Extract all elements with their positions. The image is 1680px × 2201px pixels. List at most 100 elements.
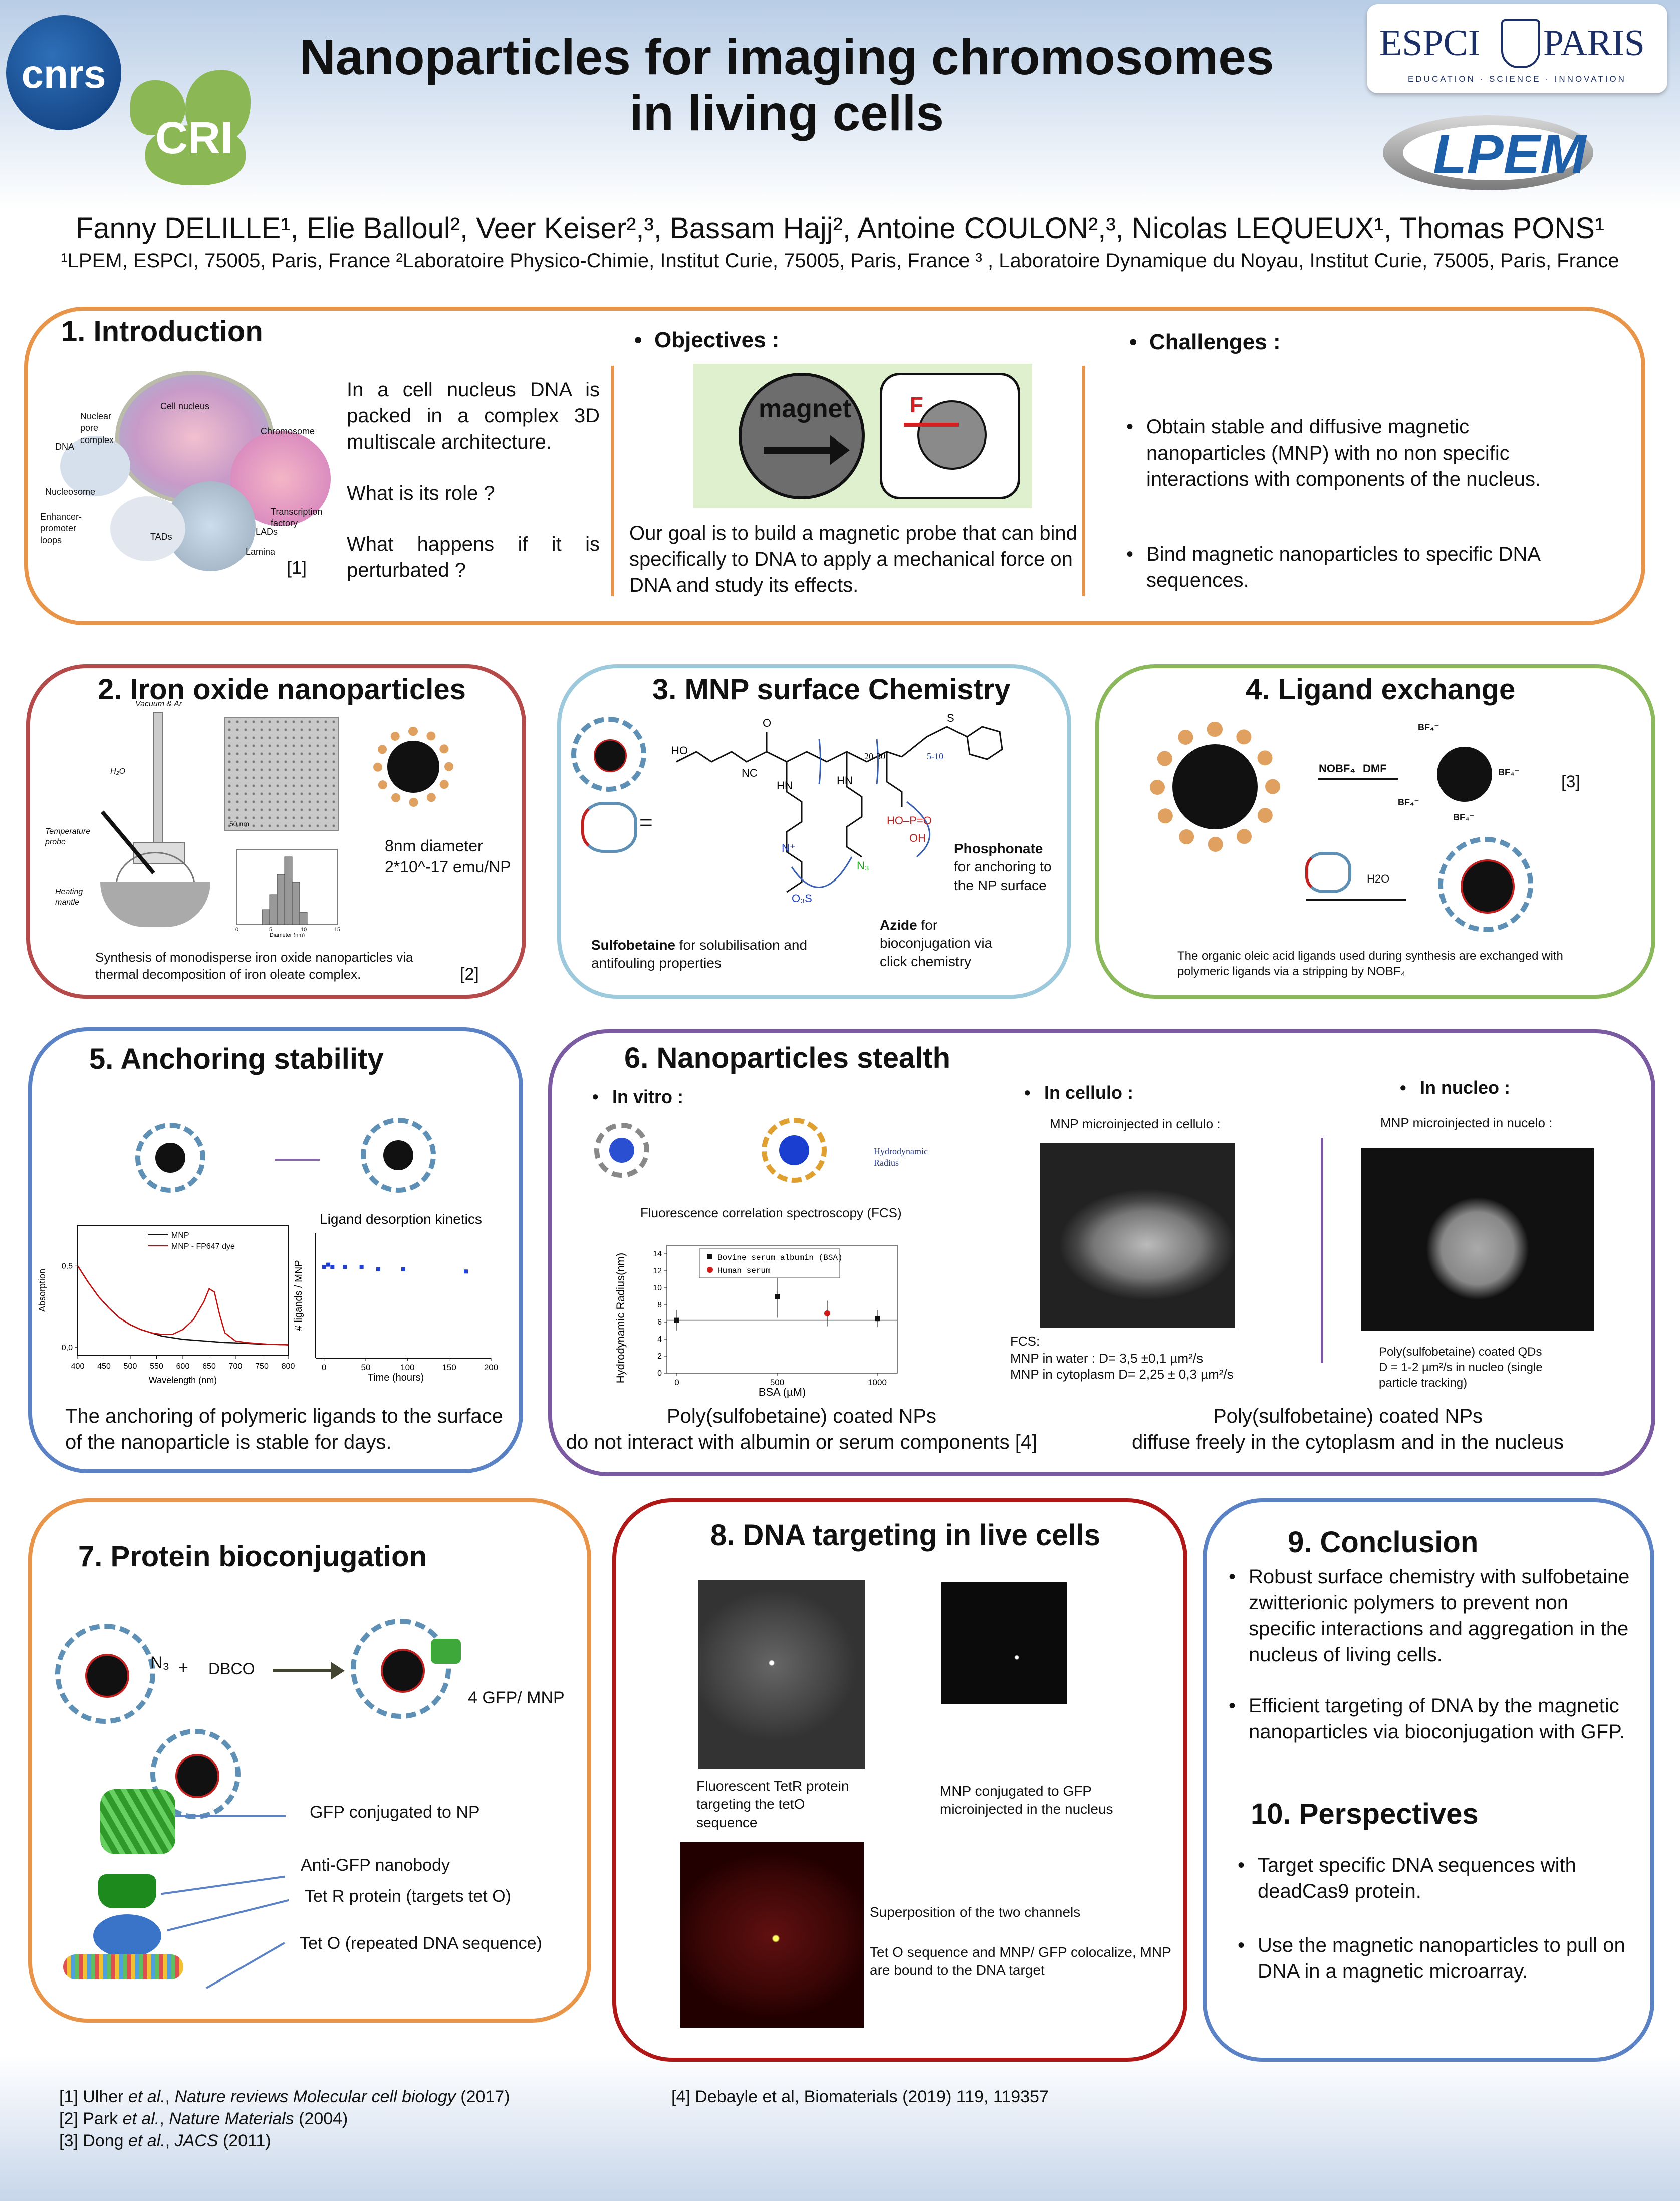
bsa-point [875,1316,880,1322]
x-tick-label: 0 [322,1363,326,1372]
y-tick-label: 10 [653,1284,662,1292]
intro-ref: [1] [287,557,307,578]
in-nucleo-heading: In nucleo : [1400,1076,1510,1100]
tem-image: 50 nm [224,717,339,831]
fcs-legend: Bovine serum albumin (BSA) Human serum [699,1248,843,1278]
y-tick-label: 4 [657,1335,662,1344]
desorption-point [343,1265,347,1269]
x-tick-label: 50 [361,1363,371,1372]
x-tick-label: 450 [97,1362,111,1371]
size-histogram: 0 5 10 15 Diameter (nm) [235,849,340,937]
force-arrow-icon [904,423,959,427]
objectives-heading: Objectives : [634,326,780,354]
synthesis-setup-diagram: Vacuum & Ar H₂O Temperature probe Heatin… [45,700,215,927]
chem-index-1: 20-30 [864,751,885,761]
caption-colocalize: Tet O sequence and MNP/ GFP colocalize, … [870,1944,1171,1978]
perspective-bullet-1: Target specific DNA sequences with deadC… [1238,1852,1638,1904]
section-title: 9. Conclusion [1288,1526,1479,1559]
divider [1082,366,1085,596]
in-cellulo-heading: In cellulo : [1024,1081,1133,1105]
label-probe: Temperature probe [45,827,91,846]
reference-2: [2] Park et al., Nature Materials (2004) [59,2109,348,2128]
challenge-2: Bind magnetic nanoparticles to specific … [1126,541,1587,593]
ligand-exchange-ref: [3] [1561,772,1580,791]
arrow-right-icon [273,1669,333,1672]
in-nucleo-subtitle: MNP microinjected in nucelo : [1380,1115,1553,1130]
azide-mnp-icon [55,1624,155,1724]
y-tick-label: 14 [653,1250,662,1258]
polymer-structure: HO NC O HN HN N⁺ O₃S N₃ HO–P=O OH S 20-3… [671,712,1003,905]
section-title: 8. DNA targeting in live cells [710,1519,1100,1552]
chem-hn-2: HN [837,774,853,787]
y-tick-label: 2 [657,1352,662,1361]
in-cell-caption: Poly(sulfobetaine) coated NPs diffuse fr… [1132,1405,1564,1453]
x-tick-label: 550 [150,1362,163,1371]
ligand-exchange-caption: The organic oleic acid ligands used duri… [1177,949,1563,979]
affiliations: ¹LPEM, ESPCI, 75005, Paris, France ²Labo… [61,250,1619,272]
hist-x-tick: 5 [269,927,272,933]
espci-logo: ESPCI PARIS EDUCATION · SCIENCE · INNOVA… [1367,4,1667,93]
ligand-icon [1305,852,1351,893]
gfp-protein-icon [100,1789,175,1854]
section-surface-chemistry [557,664,1071,999]
y-tick-label: 8 [657,1301,662,1309]
chem-nplus: N⁺ [782,842,796,854]
absorption-legend: MNP MNP - FP647 dye [148,1231,235,1251]
cell-icon [880,373,1020,499]
y-tick-label: 12 [653,1267,662,1275]
plus-sign: + [178,1658,188,1677]
cri-logo-text: CRI [155,113,233,163]
force-label: F [910,393,923,417]
intro-text-3: What happens if it is perturbated ? [347,533,600,581]
desorption-point [330,1265,335,1269]
h2o-label: H2O [1367,872,1390,885]
y-tick-label: 0 [657,1369,662,1378]
chem-index-2: 5-10 [927,751,943,761]
section-title: 5. Anchoring stability [89,1043,384,1075]
reference-3: [3] Dong et al., JACS (2011) [59,2131,271,2150]
absorption-series-line-0 [77,1265,289,1346]
cri-logo: CRI [125,70,256,185]
desorption-point [401,1267,405,1271]
label-nuclear-pore: Nuclear pore complex [80,411,114,445]
y-tick-label: 0,5 [62,1262,73,1270]
label-enhancer: Enhancer-promoter loops [40,512,82,545]
in-vitro-caption: Poly(sulfobetaine) coated NPs do not int… [566,1405,1038,1453]
histogram-bar [269,894,278,925]
authors: Fanny DELILLE¹, Elie Balloul², Veer Keis… [75,212,1605,245]
absorption-xlabel: Wavelength (nm) [149,1375,217,1385]
perspective-bullet-2: Use the magnetic nanoparticles to pull o… [1238,1932,1653,1985]
fcs-result-3: MNP in cytoplasm D= 2,25 ± 0,3 µm²/s [1010,1367,1234,1382]
x-tick-label: 800 [282,1362,295,1371]
challenge-1: Obtain stable and diffusive magnetic nan… [1126,414,1587,492]
lpem-logo: LPEM [1383,110,1593,195]
section-title: 7. Protein bioconjugation [78,1540,427,1573]
caption-tetr: Fluorescent TetR protein targeting the t… [696,1778,849,1830]
equals-sign: = [639,809,653,835]
legend-bsa: Bovine serum albumin (BSA) [717,1253,843,1262]
stripped-np [1437,747,1492,802]
label-nanobody: Anti-GFP nanobody [301,1856,450,1875]
absorption-series-line-1 [77,1265,289,1346]
arrow-head-icon [331,1662,345,1680]
nucleo-microscopy-image [1361,1148,1594,1331]
histogram-bar [299,912,308,925]
divider [611,366,614,596]
x-tick-label: 500 [770,1378,784,1387]
x-tick-label: 1000 [868,1378,887,1387]
oleic-nanoparticle [373,727,453,807]
chem-nc: NC [742,767,758,779]
dna-helix-icon [63,1954,183,1979]
desorption-point [359,1265,364,1269]
legend-serum: Human serum [717,1266,771,1275]
histogram-bar [262,909,270,925]
legend-mnp: MNP [171,1231,189,1240]
desorption-point [464,1269,468,1274]
magnet-label: magnet [759,394,851,423]
hist-x-tick: 15 [334,927,340,933]
section-anchoring [28,1027,523,1473]
chem-so3: O₃S [792,892,812,905]
